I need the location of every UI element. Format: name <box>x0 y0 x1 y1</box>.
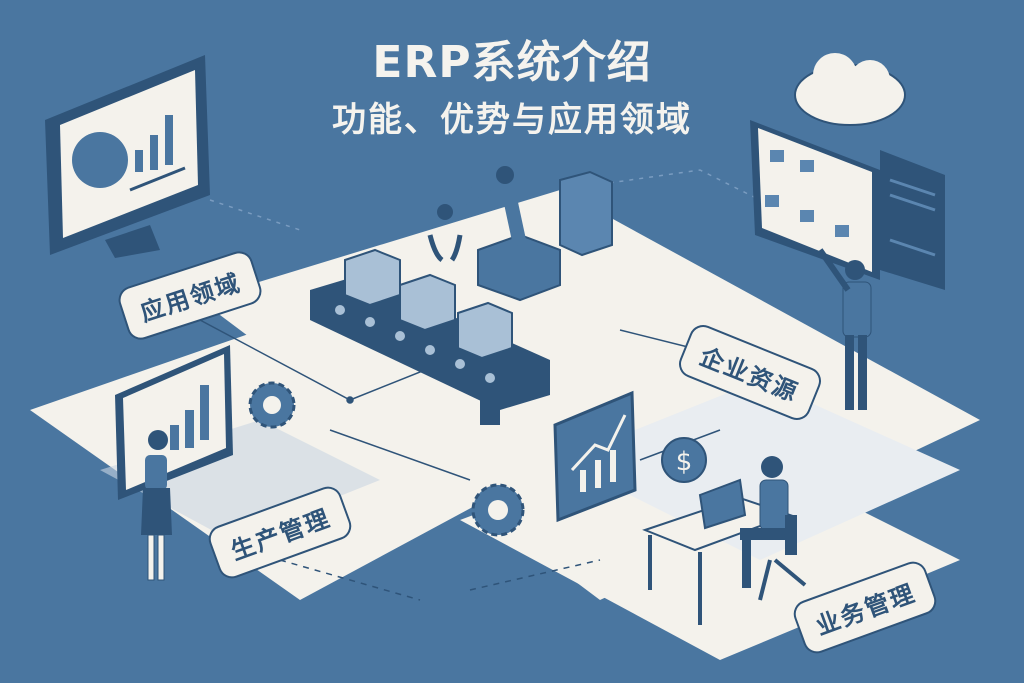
laptop-icon <box>698 478 747 530</box>
svg-text:$: $ <box>676 447 693 477</box>
gear-icon <box>248 381 296 429</box>
person-woman <box>141 430 172 581</box>
person-presenting <box>817 248 872 410</box>
dollar-icon: $ <box>661 437 707 483</box>
conveyor-belt-icon <box>310 275 550 425</box>
box-icon <box>344 248 513 360</box>
page-title: ERP系统介绍 <box>372 37 652 88</box>
robot-arm-icon <box>427 166 561 302</box>
cloud-icon <box>794 53 906 126</box>
person-working <box>740 456 807 601</box>
server-icon <box>880 150 945 290</box>
building-icon <box>559 170 613 257</box>
monitor-pie-chart-icon <box>45 55 210 258</box>
gear-icon <box>471 483 525 537</box>
page-subtitle: 功能、优势与应用领域 <box>332 100 692 140</box>
trend-chart-icon <box>553 390 637 523</box>
org-chart-icon <box>750 120 880 280</box>
bar-chart-icon <box>115 345 233 500</box>
